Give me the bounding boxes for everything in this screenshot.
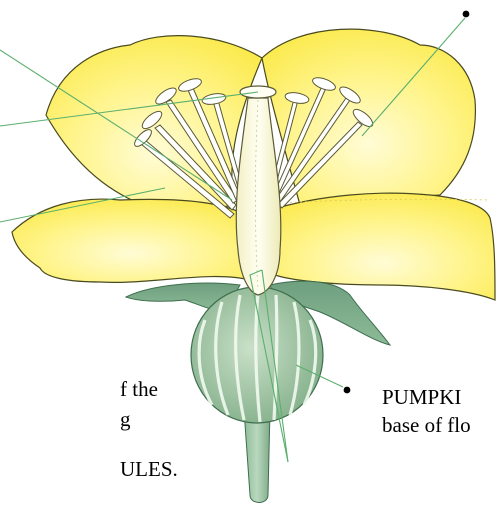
bullet-dot-pumpkin (344, 387, 351, 394)
bullet-dot-anther (463, 11, 470, 18)
pistil (236, 86, 281, 295)
flower-stalk (244, 410, 270, 503)
ovary-caption-line-2: g (120, 407, 131, 431)
pumpkin-caption-line-2: base of flo (382, 413, 471, 437)
ovary-caption-line-1: f the (120, 377, 158, 401)
petal-front-left (12, 199, 250, 282)
pumpkin-caption-line-1: PUMPKI (382, 385, 461, 409)
style (236, 98, 281, 295)
ovary-caption-line-3: ULES. (120, 457, 178, 481)
